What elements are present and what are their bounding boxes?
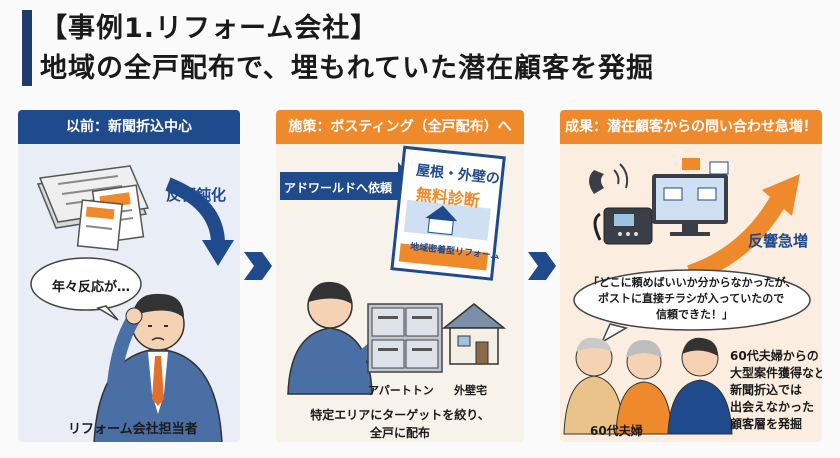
page-title: 【事例1.リフォーム会社】 — [40, 13, 379, 44]
staff-person-illustration — [93, 293, 223, 442]
title-accent-bar — [22, 10, 32, 86]
result-line: 60代夫婦からの — [730, 349, 819, 363]
surge-label: 反響急増 — [748, 232, 809, 250]
request-label: アドワールドへ依頼 — [284, 181, 393, 195]
result-line: 新聞折込では — [730, 383, 803, 397]
phone-icon — [589, 163, 653, 245]
flow-arrow-icon — [244, 252, 272, 280]
apartment-label: アパートトン — [368, 384, 434, 397]
request-arrow-icon — [280, 162, 418, 210]
speech-bubble — [30, 257, 142, 311]
page-subtitle: 地域の全戸配布で、埋もれていた潜在顧客を発掘 — [40, 53, 655, 84]
staff-person-illustration — [667, 337, 733, 435]
quote-bubble — [573, 269, 811, 331]
house-icon — [441, 303, 507, 365]
reaction-decline-label: 反響鈍化 — [166, 186, 227, 204]
panel-result: 成果：潜在顧客からの問い合わせ急増！ — [560, 110, 822, 442]
newspaper-illustration — [30, 165, 234, 442]
result-line: 顧客層を発掘 — [730, 417, 803, 431]
speech-text: 年々反応が… — [52, 280, 131, 295]
panel-measure: 施策：ポスティング（全戸配布）へ — [276, 110, 524, 442]
mailbox-icon — [367, 303, 443, 373]
house-label: 外壁宅 — [454, 384, 487, 397]
couple-illustration — [563, 337, 673, 435]
surge-arrow-icon — [687, 189, 790, 283]
computer-icon — [652, 158, 729, 236]
panel-before: 以前：新聞折込中心 — [18, 110, 240, 442]
quote-line2: ポストに直接チラシが入っていたので — [598, 292, 785, 305]
panel-before-header: 以前：新聞折込中心 — [18, 110, 240, 144]
measure-caption-line2: 全戸に配布 — [369, 426, 430, 440]
decline-arrow-icon — [165, 177, 225, 245]
quote-line1: 「どこに頼めばいいか分からなかったが、 — [588, 276, 797, 289]
quote-line3: 信頼できた！」 — [656, 308, 733, 321]
result-line: 大型案件獲得など、 — [730, 366, 822, 380]
posting-illustration — [280, 145, 507, 395]
result-text: 60代夫婦からの 大型案件獲得など、 新聞折込では 出会えなかった 顧客層を発掘 — [730, 348, 822, 433]
person-caption: リフォーム会社担当者 — [68, 422, 198, 437]
newspaper-stack-icon — [36, 165, 150, 251]
flow-arrow-icon — [528, 252, 556, 280]
flyer-icon — [390, 145, 506, 281]
result-line: 出会えなかった — [730, 400, 815, 414]
panel-result-header: 成果：潜在顧客からの問い合わせ急増！ — [560, 110, 822, 144]
measure-caption-line1: 特定エリアにターゲットを絞り、 — [310, 408, 490, 422]
panel-measure-header: 施策：ポスティング（全戸配布）へ — [276, 110, 524, 144]
couple-label: 60代夫婦 — [590, 424, 643, 438]
result-illustration — [563, 158, 811, 435]
